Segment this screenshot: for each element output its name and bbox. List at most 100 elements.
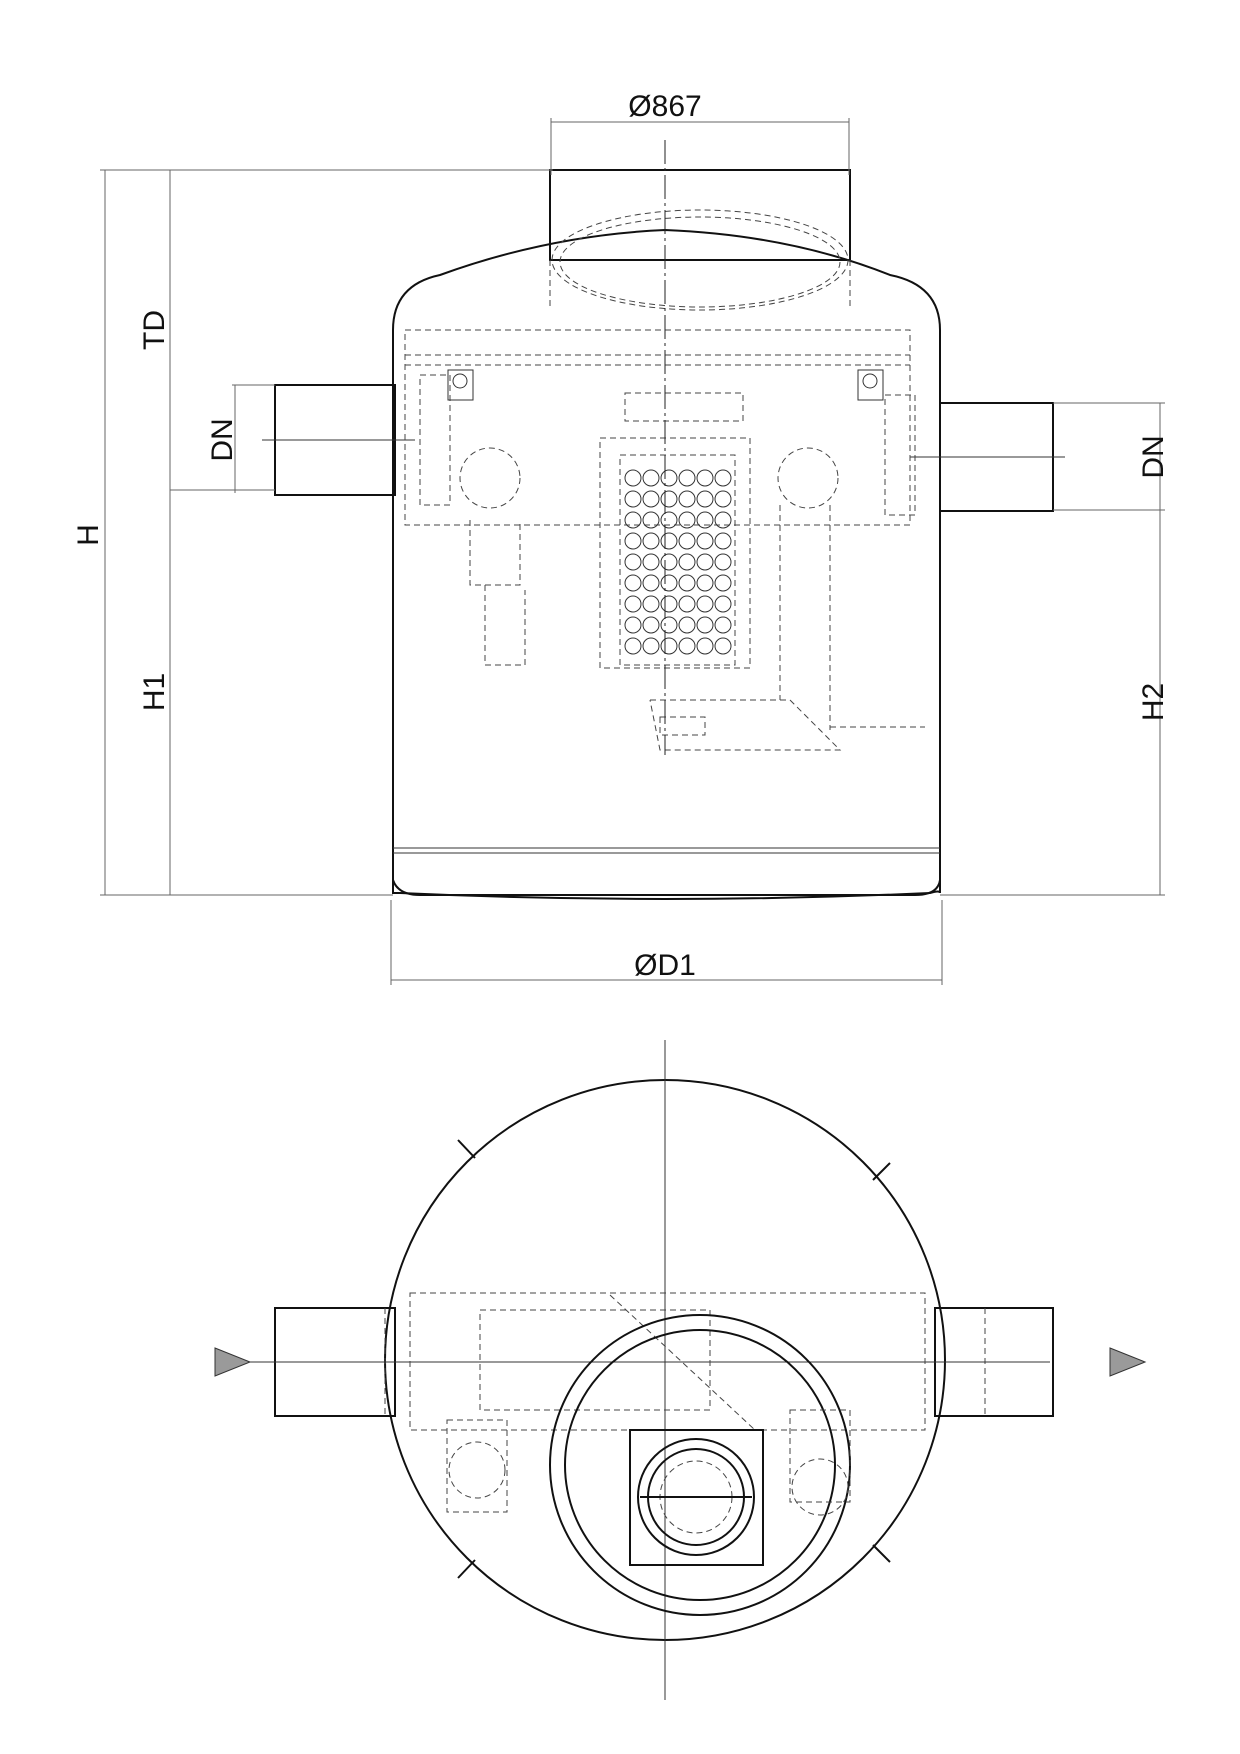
filter-mesh-cell: [714, 490, 732, 508]
filter-mesh-cell: [642, 574, 660, 592]
filter-mesh-cell: [678, 574, 696, 592]
filter-housing: [599, 437, 751, 669]
filter-mesh-cell: [696, 532, 714, 550]
filter-mesh-cell: [696, 595, 714, 613]
filter-mesh-cell: [624, 511, 642, 529]
filter-mesh: [624, 469, 732, 655]
label-td: TD: [138, 310, 171, 350]
drop-pipe-left-2: [484, 585, 526, 666]
tank-base: [392, 870, 941, 896]
manhole-ring-outer: [549, 1314, 851, 1616]
filter-mesh-cell: [660, 490, 678, 508]
filter-mesh-cell: [696, 511, 714, 529]
lift-lug-right-hole: [862, 373, 878, 389]
port-left: [459, 447, 521, 509]
lug-top-right: [872, 1162, 891, 1181]
filter-mesh-cell: [678, 553, 696, 571]
filter-mesh-cell: [696, 553, 714, 571]
filter-mesh-cell: [624, 595, 642, 613]
port-right: [777, 447, 839, 509]
internal-box-right: [884, 394, 916, 516]
filter-mesh-cell: [678, 532, 696, 550]
riser-ellipse-dashed: [551, 209, 849, 311]
label-867: Ø867: [628, 90, 701, 123]
plan-port-left: [448, 1441, 506, 1499]
manhole-ring-inner: [564, 1329, 836, 1601]
filter-mesh-cell: [624, 637, 642, 655]
filter-mesh-cell: [696, 574, 714, 592]
filter-mesh-cell: [642, 553, 660, 571]
filter-mesh-cell: [642, 511, 660, 529]
filter-mesh-cell: [642, 616, 660, 634]
filter-mesh-cell: [660, 532, 678, 550]
label-h2: H2: [1137, 683, 1170, 721]
filter-mesh-cell: [696, 616, 714, 634]
label-dn-left: DN: [206, 418, 239, 461]
label-dn-right: DN: [1137, 435, 1170, 478]
plan-port-right: [791, 1458, 849, 1516]
filter-mesh-cell: [660, 595, 678, 613]
filter-mesh-cell: [714, 532, 732, 550]
filter-mesh-cell: [624, 574, 642, 592]
filter-mesh-cell: [660, 637, 678, 655]
internal-frame: [404, 329, 911, 526]
filter-mesh-cell: [642, 595, 660, 613]
outlet-chamber: [649, 699, 842, 751]
lift-lug-left: [447, 369, 474, 401]
filter-mesh-cell: [624, 469, 642, 487]
filter-lid-outer: [637, 1438, 755, 1556]
filter-mesh-cell: [624, 553, 642, 571]
plan-view: [214, 1040, 1147, 1700]
filter-mesh-cell: [714, 574, 732, 592]
filter-mesh-cell: [678, 595, 696, 613]
label-h1: H1: [138, 673, 171, 711]
filter-mesh-cell: [678, 637, 696, 655]
plan-internal-frame: [409, 1292, 926, 1431]
plan-port-left-box: [446, 1419, 508, 1513]
filter-cartridge: [619, 454, 736, 666]
filter-mesh-cell: [660, 616, 678, 634]
plan-port-right-box: [789, 1409, 851, 1503]
filter-mesh-cell: [624, 490, 642, 508]
filter-mesh-cell: [696, 490, 714, 508]
filter-mesh-cell: [624, 616, 642, 634]
lug-bottom-right: [872, 1544, 891, 1563]
lift-lug-right: [857, 369, 884, 401]
filter-square: [629, 1429, 764, 1566]
filter-top-cap: [624, 392, 744, 422]
riser-ellipse-dashed-2: [559, 216, 841, 308]
filter-mesh-cell: [678, 616, 696, 634]
filter-mesh-cell: [660, 511, 678, 529]
filter-mesh-cell: [714, 616, 732, 634]
plan-diagonal: [609, 1294, 756, 1431]
internal-box-left: [419, 374, 451, 506]
filter-mesh-cell: [714, 469, 732, 487]
riser-outline: [549, 169, 851, 261]
filter-mesh-cell: [714, 595, 732, 613]
drop-pipe-left: [469, 520, 521, 586]
filter-mesh-cell: [714, 637, 732, 655]
tank-body-outline: [392, 228, 941, 900]
filter-mesh-cell: [624, 532, 642, 550]
filter-mesh-cell: [660, 574, 678, 592]
filter-mesh-cell: [678, 511, 696, 529]
filter-mesh-cell: [642, 637, 660, 655]
filter-mesh-cell: [660, 469, 678, 487]
outlet-arrow-icon: [1109, 1347, 1147, 1377]
filter-mesh-cell: [678, 469, 696, 487]
filter-mesh-cell: [678, 490, 696, 508]
filter-mesh-cell: [642, 490, 660, 508]
filter-mesh-cell: [714, 511, 732, 529]
filter-mesh-cell: [714, 553, 732, 571]
inlet-arrow-icon: [214, 1347, 252, 1377]
filter-mesh-cell: [660, 553, 678, 571]
filter-mesh-cell: [642, 469, 660, 487]
label-h: H: [72, 524, 105, 546]
side-view: Ø867 H TD H1 DN DN H2 ØD1: [72, 90, 1170, 985]
outlet-small-box: [659, 716, 706, 736]
lug-bottom-left: [457, 1559, 476, 1579]
plan-internal-inner: [479, 1309, 711, 1411]
filter-mesh-cell: [696, 637, 714, 655]
filter-mesh-cell: [696, 469, 714, 487]
